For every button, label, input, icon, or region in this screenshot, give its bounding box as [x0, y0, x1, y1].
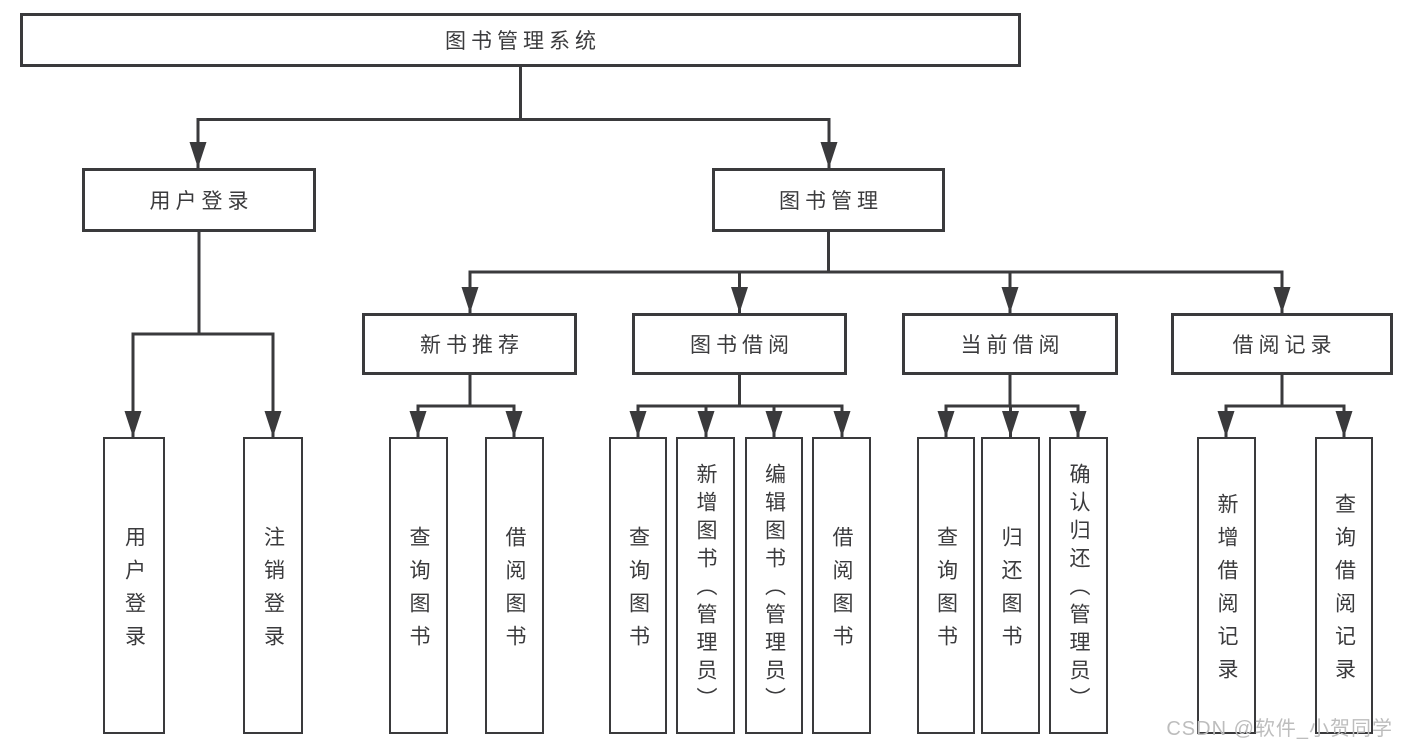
leaf-query-borrow-record-label: 查询借阅记录: [1332, 492, 1356, 691]
leaf-user-login-label: 用户登录: [122, 525, 146, 658]
csdn-watermark: CSDN @软件_小贺同学: [1166, 718, 1393, 740]
leaf-borrow-books-borrowing-label: 借阅图书: [830, 525, 853, 658]
node-book-borrowing: 图书借阅: [632, 313, 847, 375]
leaf-user-login: 用户登录: [103, 437, 165, 734]
node-user-login: 用户登录: [82, 168, 316, 232]
leaf-logout-label: 注销登录: [261, 525, 285, 658]
node-current-borrowing: 当前借阅: [902, 313, 1118, 375]
leaf-edit-books-admin-label: 编辑图书（管理员）: [762, 463, 786, 715]
leaf-query-books-current: 查询图书: [917, 437, 975, 734]
leaf-add-borrow-record-label: 新增借阅记录: [1215, 492, 1238, 691]
node-root-label: 图书管理系统: [445, 30, 601, 53]
leaf-borrow-books-recommend: 借阅图书: [485, 437, 544, 734]
node-user-login-label: 用户登录: [149, 190, 254, 213]
leaf-edit-books-admin: 编辑图书（管理员）: [745, 437, 803, 734]
node-current-borrowing-label: 当前借阅: [960, 334, 1065, 357]
leaf-query-books-borrowing-label: 查询图书: [626, 525, 650, 658]
leaf-logout: 注销登录: [243, 437, 303, 734]
node-borrowing-records: 借阅记录: [1171, 313, 1393, 375]
leaf-query-books-current-label: 查询图书: [934, 525, 958, 658]
leaf-query-books-recommend-label: 查询图书: [407, 525, 430, 658]
node-new-book-recommend: 新书推荐: [362, 313, 577, 375]
leaf-add-borrow-record: 新增借阅记录: [1197, 437, 1256, 734]
leaf-query-books-borrowing: 查询图书: [609, 437, 667, 734]
leaf-return-books: 归还图书: [981, 437, 1040, 734]
leaf-add-books-admin: 新增图书（管理员）: [676, 437, 735, 734]
node-book-management-label: 图书管理: [779, 190, 883, 213]
node-borrowing-records-label: 借阅记录: [1232, 334, 1337, 357]
leaf-confirm-return-admin: 确认归还（管理员）: [1049, 437, 1108, 734]
leaf-add-books-admin-label: 新增图书（管理员）: [694, 463, 717, 715]
node-new-book-recommend-label: 新书推荐: [420, 334, 524, 357]
leaf-return-books-label: 归还图书: [999, 525, 1022, 658]
leaf-query-books-recommend: 查询图书: [389, 437, 448, 734]
node-book-management: 图书管理: [712, 168, 945, 232]
node-book-borrowing-label: 图书借阅: [690, 334, 794, 357]
leaf-borrow-books-borrowing: 借阅图书: [812, 437, 871, 734]
node-root-system: 图书管理系统: [20, 13, 1021, 67]
leaf-query-borrow-record: 查询借阅记录: [1315, 437, 1373, 734]
leaf-confirm-return-admin-label: 确认归还（管理员）: [1067, 463, 1090, 715]
leaf-borrow-books-recommend-label: 借阅图书: [503, 525, 526, 658]
